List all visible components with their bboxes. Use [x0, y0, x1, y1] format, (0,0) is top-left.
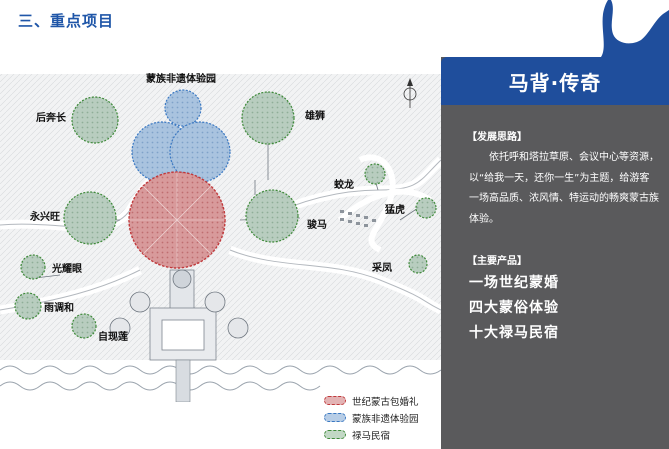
products-heading: 【主要产品】 [467, 256, 527, 267]
label-jiaolong: 蛟龙 [334, 180, 354, 191]
product-item: 十大禄马民宿 [469, 325, 559, 341]
section-title: 三、重点项目 [18, 12, 115, 30]
label-houbenchang: 后奔长 [36, 113, 66, 124]
yurt-guangyaoyan [20, 254, 46, 280]
yurt-yudiaohe [14, 292, 42, 320]
legend-label: 禄马民宿 [352, 430, 391, 442]
yurt-zixianlian [71, 313, 97, 339]
panel-title: 马背·传奇 [508, 70, 602, 95]
side-panel: 马背·传奇 【发展思路】 依托呼和塔拉草原、会议中心等资源，以“给我一天，还你一… [441, 0, 669, 449]
idea-body: 依托呼和塔拉草原、会议中心等资源，以“给我一天，还你一生”为主题，给游客一场高品… [469, 152, 659, 225]
legend-swatch-blue [324, 413, 346, 422]
label-junma: 骏马 [307, 220, 327, 231]
panel-title-bar: 马背·传奇 [441, 57, 669, 105]
yurt-yongxingwang [63, 191, 117, 245]
legend-swatch-red [324, 396, 346, 405]
idea-heading: 【发展思路】 [467, 132, 527, 143]
legend-label: 蒙族非遗体验园 [352, 413, 419, 425]
yurt-menghu [415, 197, 437, 219]
legend-item-wedding: 世纪蒙古包婚礼 [324, 392, 439, 409]
legend-item-heritage: 蒙族非遗体验园 [324, 409, 439, 426]
heritage-dome-small [164, 89, 202, 127]
top-banner [441, 0, 669, 57]
legend-item-homestay: 禄马民宿 [324, 426, 439, 443]
label-heritage-park: 蒙族非遗体验园 [146, 74, 216, 85]
label-xiongshi: 雄狮 [305, 111, 325, 122]
label-caifeng: 采凤 [372, 263, 392, 274]
product-item: 四大蒙俗体验 [469, 300, 559, 316]
legend-label: 世纪蒙古包婚礼 [352, 396, 419, 408]
site-plan-map: 蒙族非遗体验园 后奔长 雄狮 蛟龙 猛虎 永兴旺 骏马 光耀眼 采凤 雨调和 自… [0, 70, 445, 403]
horse-logo-icon [601, 0, 669, 57]
legend-swatch-green [324, 430, 346, 439]
label-yudiaohe: 雨调和 [44, 303, 74, 314]
product-item: 一场世纪蒙婚 [469, 275, 559, 291]
site-plan-drawing [0, 74, 445, 403]
label-yongxingwang: 永兴旺 [30, 212, 60, 223]
yurt-caifeng [408, 254, 428, 274]
map-legend: 世纪蒙古包婚礼 蒙族非遗体验园 禄马民宿 [324, 392, 439, 443]
yurt-houbenchang [71, 96, 119, 144]
yurt-junma [245, 189, 299, 243]
yurt-xiongshi [241, 91, 295, 145]
yurt-jiaolong [364, 163, 386, 185]
label-guangyaoyan: 光耀眼 [52, 264, 82, 275]
label-zixianlian: 自现莲 [98, 332, 128, 343]
label-menghu: 猛虎 [385, 205, 405, 216]
